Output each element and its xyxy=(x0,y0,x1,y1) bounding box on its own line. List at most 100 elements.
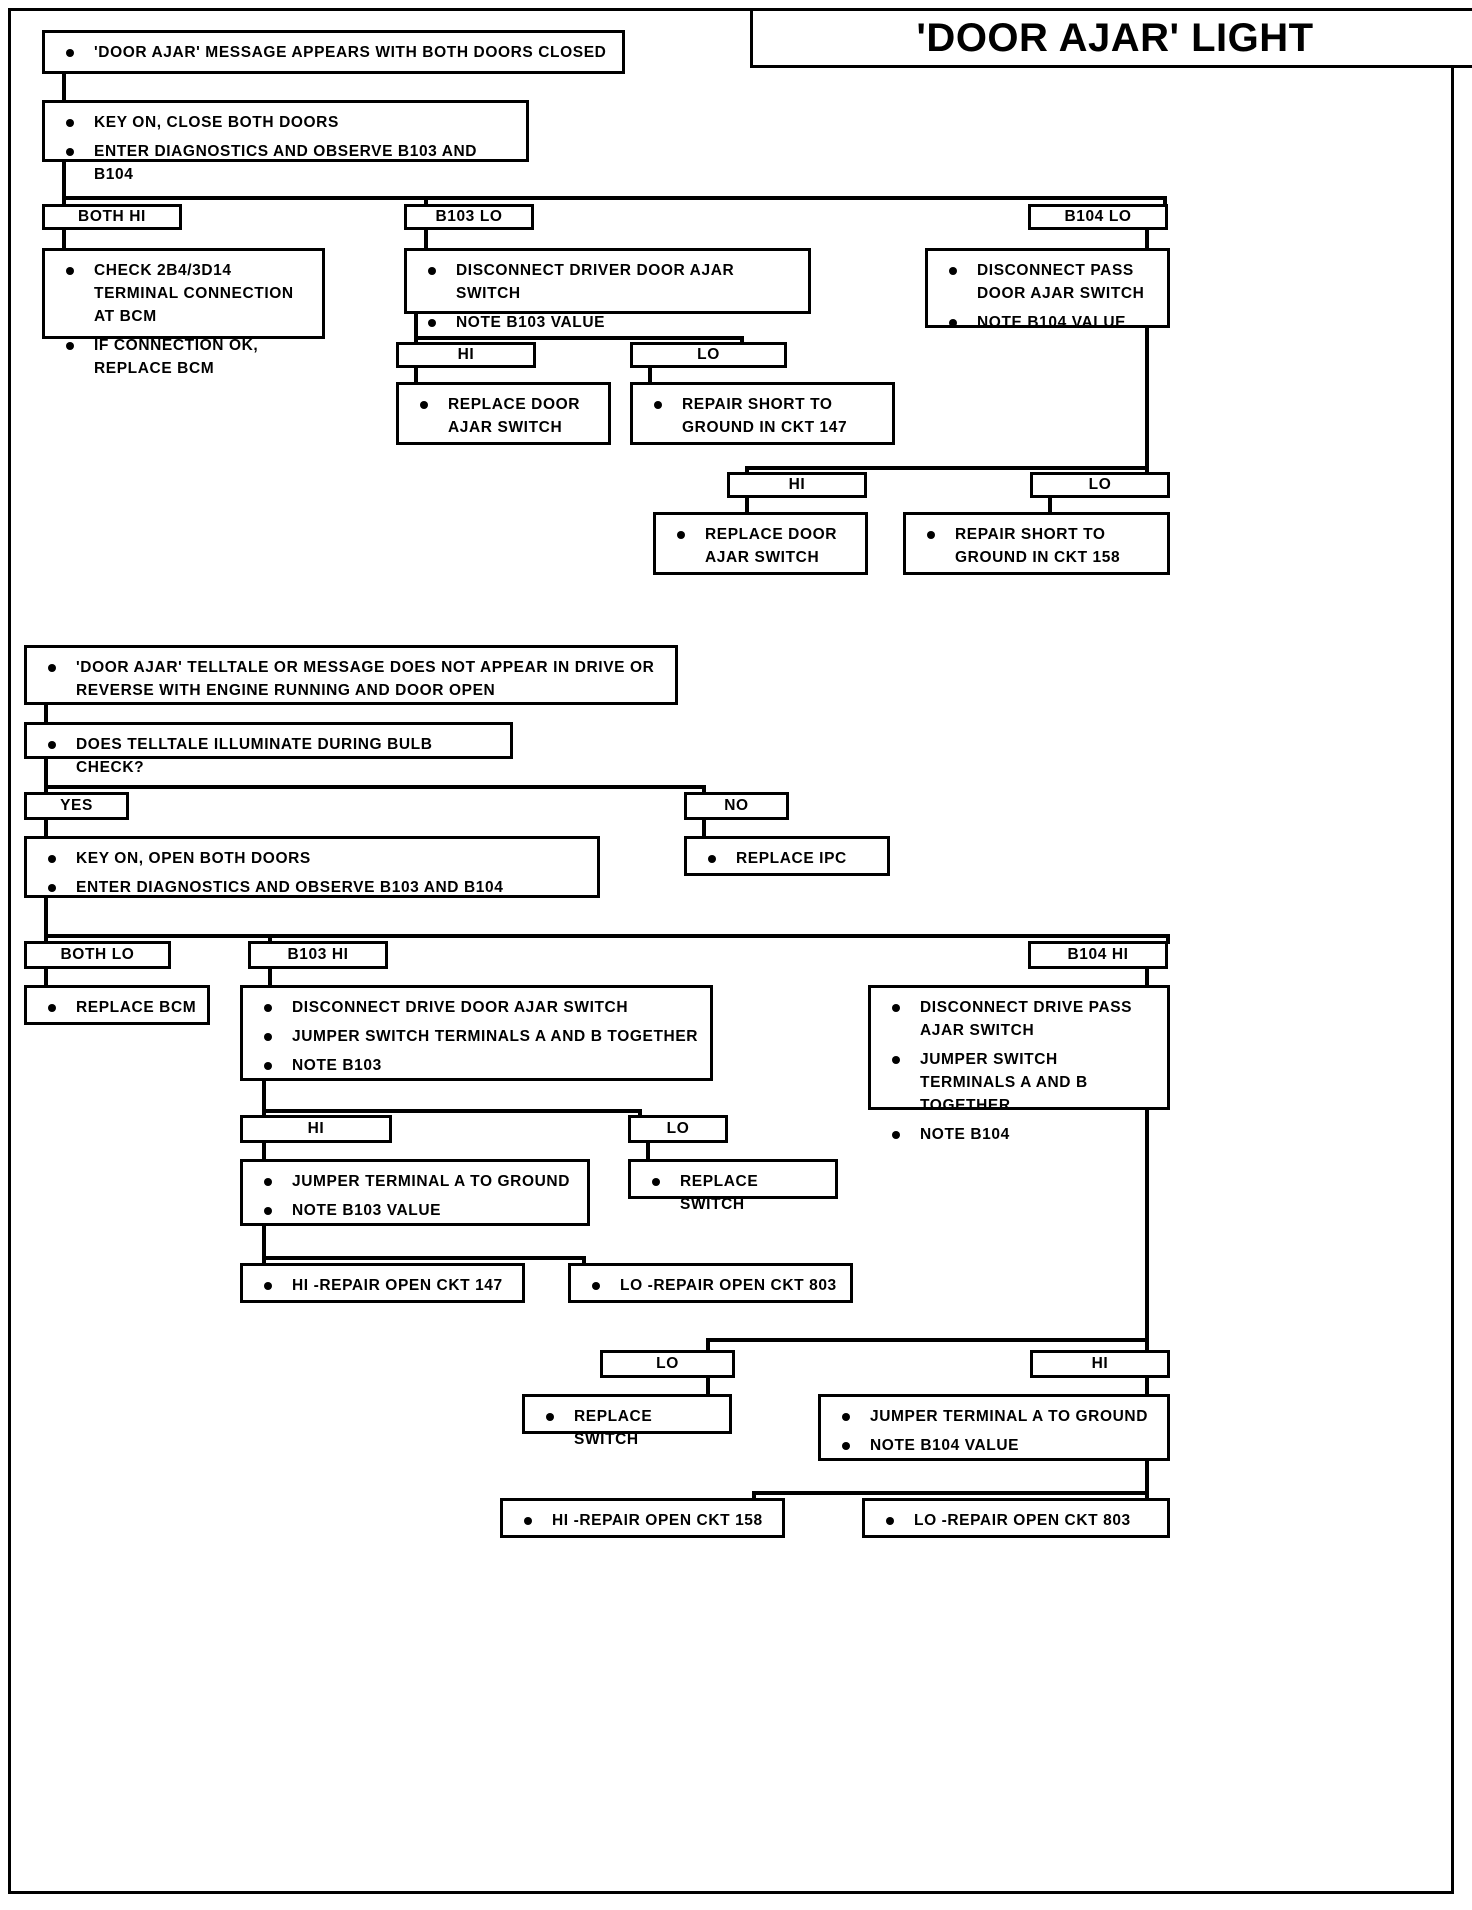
s2-b103-sub-hi-label[interactable]: HI xyxy=(240,1115,392,1143)
s1-b103-hi-label[interactable]: HI xyxy=(396,342,536,368)
connector-b104-split-hi xyxy=(745,466,749,474)
connector-b103lo-result xyxy=(648,368,652,386)
s1-b103-lo-result-item-0: REPAIR SHORT TO GROUND IN CKT 147 xyxy=(645,394,882,440)
s1-b104-lo-label[interactable]: LO xyxy=(1030,472,1170,498)
s1-step2-list: KEY ON, CLOSE BOTH DOORS ENTER DIAGNOSTI… xyxy=(57,112,516,187)
connector-b104hi-action2 xyxy=(1145,969,1149,991)
s1-step2-item-1: ENTER DIAGNOSTICS AND OBSERVE B103 AND B… xyxy=(57,141,516,187)
s1-branch-b103-lo[interactable]: B103 LO xyxy=(404,204,534,230)
connector-b103sublo-action xyxy=(646,1143,650,1163)
connector-yes-action xyxy=(44,820,48,840)
s2-branch-both-lo[interactable]: BOTH LO xyxy=(24,941,171,969)
connector-s2-diag-to-b104hi xyxy=(1166,934,1170,944)
connector-s2-diag-to-bothlo xyxy=(44,934,48,944)
connector-b103hi-action2 xyxy=(268,969,272,991)
s2-branch-yes[interactable]: YES xyxy=(24,792,129,820)
connector-b104sublo-action xyxy=(706,1378,710,1398)
s2-no-action-item-0: REPLACE IPC xyxy=(699,848,877,871)
connector-s2-bus-to-no xyxy=(702,785,706,795)
s2-branch-no-label: NO xyxy=(724,796,749,814)
s2-branch-no[interactable]: NO xyxy=(684,792,789,820)
connector-b104-final-horizontal xyxy=(752,1491,1149,1495)
connector-b104hi-split-horizontal xyxy=(706,1338,1149,1342)
connector-b103-split-hi xyxy=(414,336,418,344)
s2-branch-b104-hi-label: B104 HI xyxy=(1067,945,1129,963)
s2-b103-final-lo-item-0: LO -REPAIR OPEN CKT 803 xyxy=(583,1275,840,1298)
s2-b104-sub-hi-list: JUMPER TERMINAL A TO GROUND NOTE B104 VA… xyxy=(833,1406,1157,1458)
s1-step2-item-0: KEY ON, CLOSE BOTH DOORS xyxy=(57,112,516,135)
s1-b103-lo-list: DISCONNECT DRIVER DOOR AJAR SWITCH NOTE … xyxy=(419,260,798,335)
s2-both-lo-item-0: REPLACE BCM xyxy=(39,997,197,1020)
connector-b104hi-long-drop xyxy=(1145,1110,1149,1342)
s2-branch-b104-hi[interactable]: B104 HI xyxy=(1028,941,1168,969)
connector-b103-split-horizontal xyxy=(414,336,744,340)
connector-s2-start-question xyxy=(44,705,48,725)
connector-b104hi-result xyxy=(745,498,749,516)
s2-branch-both-lo-label: BOTH LO xyxy=(60,945,135,963)
s2-b103-hi-item-2: NOTE B103 xyxy=(255,1055,700,1078)
connector-b104-split-horizontal xyxy=(745,466,1149,470)
s2-b103-sub-hi-list: JUMPER TERMINAL A TO GROUND NOTE B103 VA… xyxy=(255,1171,577,1223)
connector-b104hi-split-hi xyxy=(1145,1338,1149,1352)
s1-b103-lo-label-text: LO xyxy=(697,345,720,363)
s2-start-box: 'DOOR AJAR' TELLTALE OR MESSAGE DOES NOT… xyxy=(24,645,678,705)
s2-b103-sub-lo-label[interactable]: LO xyxy=(628,1115,728,1143)
s2-b103-hi-item-1: JUMPER SWITCH TERMINALS A AND B TOGETHER xyxy=(255,1026,700,1049)
connector-b103hi-split-hi xyxy=(262,1109,266,1117)
connector-s1-bus-drop xyxy=(62,162,66,200)
s1-both-hi-item-0: CHECK 2B4/3D14 TERMINAL CONNECTION AT BC… xyxy=(57,260,312,329)
connector-b103-final-left xyxy=(262,1256,266,1266)
s1-start-box: 'DOOR AJAR' MESSAGE APPEARS WITH BOTH DO… xyxy=(42,30,625,74)
connector-b104-final-left xyxy=(752,1491,756,1501)
s1-b103-lo-result: REPAIR SHORT TO GROUND IN CKT 147 xyxy=(630,382,895,445)
s2-b104-sub-hi-label[interactable]: HI xyxy=(1030,1350,1170,1378)
connector-b104-split-lo xyxy=(1145,466,1149,474)
s1-step2-box: KEY ON, CLOSE BOTH DOORS ENTER DIAGNOSTI… xyxy=(42,100,529,183)
s2-yes-action-item-1: ENTER DIAGNOSTICS AND OBSERVE B103 AND B… xyxy=(39,877,587,900)
s2-yes-action-item-0: KEY ON, OPEN BOTH DOORS xyxy=(39,848,587,871)
s1-branch-b104-lo-label: B104 LO xyxy=(1064,207,1132,225)
s2-b103-sub-hi-action: JUMPER TERMINAL A TO GROUND NOTE B103 VA… xyxy=(240,1159,590,1226)
s1-b104-hi-label[interactable]: HI xyxy=(727,472,867,498)
s2-b103-sub-lo-item-0: REPLACE SWITCH xyxy=(643,1171,825,1217)
s2-b104-final-hi-item-0: HI -REPAIR OPEN CKT 158 xyxy=(515,1510,772,1533)
s2-question-item-0: DOES TELLTALE ILLUMINATE DURING BULB CHE… xyxy=(39,734,500,780)
s2-b104-sub-hi-item-0: JUMPER TERMINAL A TO GROUND xyxy=(833,1406,1157,1429)
s2-b103-sub-lo-action: REPLACE SWITCH xyxy=(628,1159,838,1213)
connector-b103hi-split-lo xyxy=(638,1109,642,1117)
s1-branch-b104-lo[interactable]: B104 LO xyxy=(1028,204,1168,230)
connector-no-action xyxy=(702,820,706,840)
connector-b103subhi-action xyxy=(262,1143,266,1163)
s2-b104-sub-lo-label[interactable]: LO xyxy=(600,1350,735,1378)
s1-b104-lo-result: REPAIR SHORT TO GROUND IN CKT 158 xyxy=(903,512,1170,575)
s2-b104-hi-item-0: DISCONNECT DRIVE PASS AJAR SWITCH xyxy=(883,997,1157,1043)
connector-b104subhi-action xyxy=(1145,1378,1149,1398)
s2-b103-final-hi: HI -REPAIR OPEN CKT 147 xyxy=(240,1263,525,1303)
s1-start-item-0: 'DOOR AJAR' MESSAGE APPEARS WITH BOTH DO… xyxy=(57,42,612,65)
s1-branch-both-hi-label: BOTH HI xyxy=(78,207,146,225)
s2-branch-yes-label: YES xyxy=(60,796,93,814)
s2-branch-b103-hi[interactable]: B103 HI xyxy=(248,941,388,969)
s2-b104-final-hi-list: HI -REPAIR OPEN CKT 158 xyxy=(515,1510,772,1533)
s1-b103-lo-label[interactable]: LO xyxy=(630,342,787,368)
s2-b104-hi-list: DISCONNECT DRIVE PASS AJAR SWITCH JUMPER… xyxy=(883,997,1157,1147)
s2-both-lo-action: REPLACE BCM xyxy=(24,985,210,1025)
connector-s1-bus-to-bothhi xyxy=(62,196,66,206)
connector-b103-final-drop xyxy=(262,1226,266,1260)
s2-b104-final-hi: HI -REPAIR OPEN CKT 158 xyxy=(500,1498,785,1538)
s1-branch-b103-lo-label: B103 LO xyxy=(435,207,503,225)
connector-s1-start-step2 xyxy=(62,74,66,100)
s2-b104-sub-lo-action: REPLACE SWITCH xyxy=(522,1394,732,1448)
s2-b104-sub-lo-label-text: LO xyxy=(656,1354,679,1372)
s2-both-lo-list: REPLACE BCM xyxy=(39,997,197,1020)
s1-b103-lo-result-list: REPAIR SHORT TO GROUND IN CKT 147 xyxy=(645,394,882,440)
s1-branch-both-hi[interactable]: BOTH HI xyxy=(42,204,182,230)
s2-b103-sub-lo-list: REPLACE SWITCH xyxy=(643,1171,825,1217)
s2-question-list: DOES TELLTALE ILLUMINATE DURING BULB CHE… xyxy=(39,734,500,780)
connector-s2-diag-drop xyxy=(44,898,48,938)
s2-b104-final-lo-list: LO -REPAIR OPEN CKT 803 xyxy=(877,1510,1157,1533)
connector-s1-bus-to-b104lo xyxy=(1163,196,1167,206)
s2-yes-action: KEY ON, OPEN BOTH DOORS ENTER DIAGNOSTIC… xyxy=(24,836,600,898)
s2-b103-hi-list: DISCONNECT DRIVE DOOR AJAR SWITCH JUMPER… xyxy=(255,997,700,1078)
s1-b103-hi-result-list: REPLACE DOOR AJAR SWITCH xyxy=(411,394,598,440)
